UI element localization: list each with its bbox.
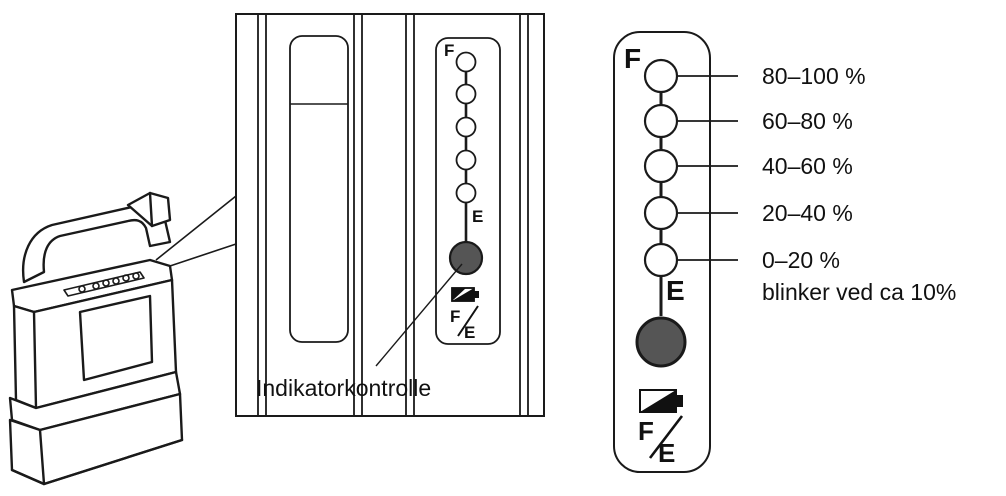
device-front-panel [78,294,154,382]
zoom-level-led [455,149,477,171]
zoom-guide-lines [155,195,237,267]
level-label: 0–20 % [762,247,840,273]
level-leaders [677,75,738,261]
device-indicator-strip [63,271,145,297]
callout-leader [375,263,463,367]
level-label: 80–100 % [762,63,866,89]
zoom-level-led [455,116,477,138]
level-label: 60–80 % [762,108,853,134]
level-label: 40–60 % [762,153,853,179]
level-led [643,58,679,94]
zoom-level-led [455,182,477,204]
zoom-check-button [448,240,484,276]
zoom-panel: F E F E Indikatorkontrolle [235,13,545,417]
indicator-check-button [635,316,687,368]
level-led [643,148,679,184]
indicator-battery-icon [639,389,683,413]
indicator-panel: F E F E [613,31,738,473]
device-handle [21,204,172,284]
zoom-window-slot [289,35,349,343]
zoom-top-letter: F [444,41,454,60]
zoom-fe-symbol: F E [450,305,479,342]
indicator-fe-symbol: F E [638,415,684,468]
zoom-bottom-letter: E [472,207,483,226]
blink-note: blinker ved ca 10% [762,279,956,305]
svg-text:E: E [464,323,475,342]
callout-label: Indikatorkontrolle [256,375,431,401]
svg-text:F: F [450,307,460,326]
level-label: 20–40 % [762,200,853,226]
zoom-battery-icon [451,287,479,302]
battery-device [8,191,184,486]
svg-text:F: F [638,416,654,446]
level-led [643,195,679,231]
zoom-level-led [455,51,477,73]
level-led [643,242,679,278]
level-led [643,103,679,139]
svg-text:E: E [658,438,675,468]
indicator-top-letter: F [624,43,641,74]
level-leds [643,58,679,278]
level-labels: 80–100 % 60–80 % 40–60 % 20–40 % 0–20 % … [762,63,956,305]
indicator-bottom-letter: E [666,275,685,306]
device-handle-latch [126,191,172,228]
zoom-level-led [455,83,477,105]
